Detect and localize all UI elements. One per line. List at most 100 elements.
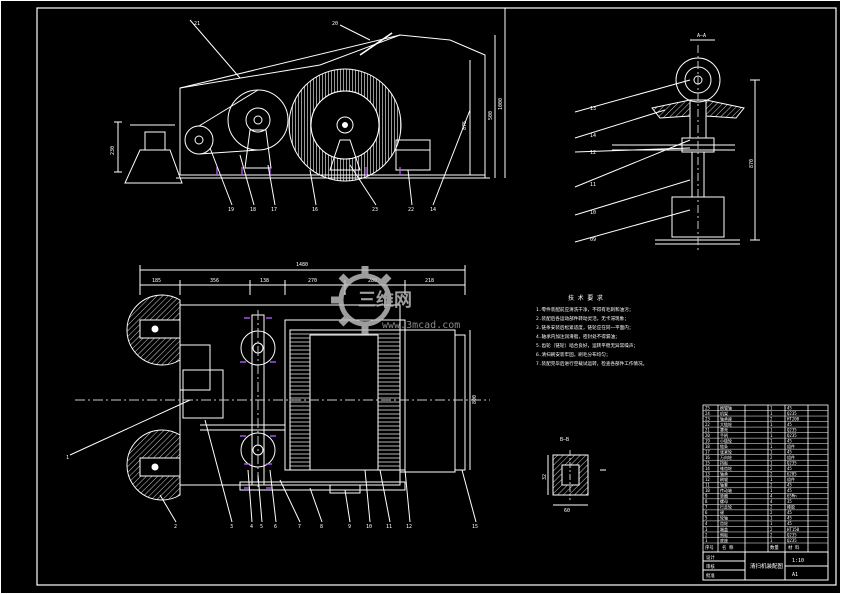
bom-cell-name: 挡板: [720, 460, 728, 466]
bom-cell-qty: 1: [770, 405, 773, 410]
bom-cell-name: 侧板: [720, 531, 728, 537]
dim-bb-width: 60: [564, 508, 570, 514]
bom-cell-qty: 2: [770, 510, 773, 515]
plan-balloons: 1 2 3 4 5 6 7 8 9 10 11 12 15: [66, 455, 478, 530]
bom-cell-material: 65Mn: [787, 494, 797, 499]
elevation-balloons: 21 20 19 18 17 16 23 22 14: [194, 21, 436, 213]
bom-cell-no: 5: [705, 516, 708, 521]
bom-cell-name: 端盖: [720, 526, 728, 532]
dim-seg-2: 356: [210, 278, 219, 284]
title-scale: 1:10: [792, 558, 804, 564]
bevel-gear-right: [705, 99, 745, 119]
bom-cell-material: 45: [787, 405, 792, 410]
bom-cell-qty: 2: [770, 483, 773, 488]
handle-rod: [359, 32, 393, 56]
bom-cell-name: 轮轴: [720, 515, 728, 521]
bom-cell-no: 19: [705, 438, 710, 443]
bom-cell-material: 45: [787, 483, 792, 488]
bom-cell-name: 传动轴: [720, 487, 732, 493]
bom-cell-material: 45: [787, 516, 792, 521]
bom-cell-material: 组件: [787, 476, 795, 482]
balloon-d10: 10: [590, 210, 596, 216]
balloon-14: 14: [430, 207, 436, 213]
bom-cell-no: 12: [705, 477, 710, 482]
bom-cell-no: 7: [705, 505, 708, 510]
bom-cell-name: 万向轮: [720, 454, 732, 460]
balloon-17: 17: [271, 207, 277, 213]
balloon-p2: 2: [174, 524, 177, 530]
bom-cell-name: 大链轮: [720, 421, 732, 427]
bom-cell-qty: 1: [770, 422, 773, 427]
bom-cell-no: 4: [705, 521, 708, 526]
balloon-20: 20: [332, 21, 338, 27]
section-bb-label: B—B: [560, 437, 569, 443]
bom-cell-material: 45: [787, 521, 792, 526]
bom-cell-name: 手柄: [720, 432, 728, 438]
balloon-p8: 8: [320, 524, 323, 530]
bom-cell-name: 垫圈: [720, 493, 728, 499]
bom-cell-no: 13: [705, 472, 710, 477]
bom-cell-material: Q235: [787, 411, 797, 416]
bom-cell-no: 8: [705, 499, 708, 504]
balloon-p5: 5: [260, 524, 263, 530]
detail-view: [574, 39, 760, 250]
dim-seg-4: 270: [308, 278, 317, 284]
title-sig-design: 设计: [706, 554, 715, 561]
bom-cell-no: 3: [705, 527, 708, 532]
bom-cell-material: 橡胶: [787, 504, 795, 510]
bom-cell-qty: 2: [770, 527, 773, 532]
bom-cell-no: 17: [705, 449, 710, 454]
small-sprocket: [184, 125, 214, 155]
bom-cell-material: 6205: [787, 472, 797, 477]
balloon-22: 22: [408, 207, 414, 213]
balloon-p11: 11: [386, 524, 392, 530]
bom-cell-name: 罩壳: [720, 426, 728, 432]
bom-cell-material: 组件: [787, 443, 795, 449]
bom-cell-material: Q235: [787, 538, 797, 543]
bom-cell-name: 机架: [720, 410, 728, 416]
bom-cell-material: 45: [787, 438, 792, 443]
bom-header-row: 序号 名 称 数量 材 料: [705, 544, 800, 551]
bom-cell-material: HT150: [787, 527, 800, 532]
balloon-p9: 9: [348, 524, 351, 530]
balloon-d14: 14: [590, 133, 596, 139]
bom-header-mat: 材 料: [788, 544, 800, 551]
bom-cell-material: HT200: [787, 416, 800, 421]
tech-line-4: 4.轴承内加注润滑脂，密封处不得漏油；: [536, 333, 620, 340]
bom-cell-name: 刷辊轴: [720, 404, 732, 410]
bom-cell-material: Q235: [787, 532, 797, 537]
bom-cell-qty: 1: [770, 427, 773, 432]
bom-cell-no: 11: [705, 483, 710, 488]
title-drawing-name: 清扫机装配图: [750, 562, 784, 570]
balloon-d09: 09: [590, 237, 596, 243]
bom-table: [702, 404, 829, 553]
bom-cell-no: 22: [705, 422, 710, 427]
bearing-pedestal: [329, 139, 361, 171]
balloon-d11: 11: [590, 182, 596, 188]
title-sig-review: 审核: [706, 563, 715, 570]
bom-cell-name: 张紧轮: [720, 448, 732, 454]
watermark-brand: 三维网: [358, 289, 412, 311]
bom-cell-qty: 1: [770, 411, 773, 416]
tech-line-5: 5.齿轮（链轮）啮合良好，运转平稳无异常噪声；: [536, 342, 638, 349]
plan-dimension-chain: 185 356 138 270 280 218: [152, 278, 434, 284]
bom-cell-name: 螺母: [720, 498, 728, 504]
drive-wheel: [227, 89, 289, 151]
bom-cell-material: Q235: [787, 427, 797, 432]
bom-cell-material: 45: [787, 422, 792, 427]
bom-cell-no: 16: [705, 455, 710, 460]
bom-cell-material: 35: [787, 499, 792, 504]
dim-elev-230: 230: [110, 146, 116, 155]
bom-cell-qty: 1: [770, 444, 773, 449]
bom-cell-qty: 4: [770, 494, 773, 499]
bom-cell-name: 轴套: [720, 482, 728, 488]
bom-cell-name: 行走轮: [720, 504, 732, 510]
dim-seg-5: 280: [368, 278, 377, 284]
balloon-p12: 12: [406, 524, 412, 530]
bom-cell-name: 小链轮: [720, 437, 732, 443]
dim-detail-870: 870: [749, 159, 755, 168]
dim-seg-6: 218: [425, 278, 434, 284]
bom-cell-qty: 1: [770, 538, 773, 543]
gear-logo-icon: [331, 266, 392, 334]
